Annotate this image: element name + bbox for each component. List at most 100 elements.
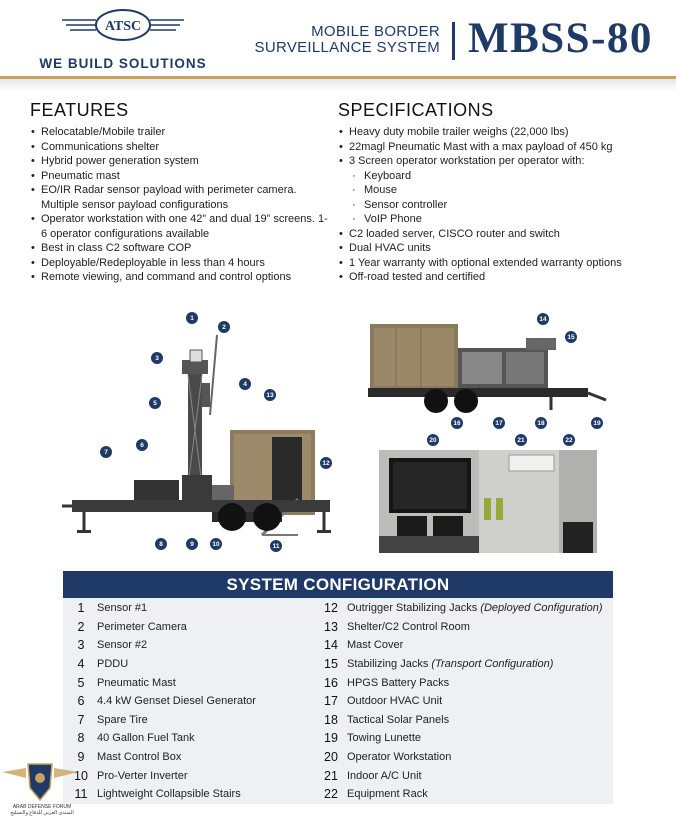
spec-item: C2 loaded server, CISCO router and switc… [338, 227, 668, 242]
document-subtitle: MOBILE BORDER SURVEILLANCE SYSTEM [255, 24, 440, 56]
callout-marker: 17 [492, 416, 506, 430]
config-label-note: (Deployed Configuration) [480, 602, 603, 615]
config-row-label: Sensor #2 [93, 639, 147, 651]
config-row: 3 Sensor #2 [69, 636, 314, 655]
config-label-text: PDDU [97, 658, 129, 671]
config-row-label: Shelter/C2 Control Room [343, 621, 470, 633]
callout-marker: 11 [269, 539, 283, 553]
config-label-text: Equipment Rack [347, 788, 428, 801]
config-row-number: 21 [324, 768, 338, 783]
config-row-number: 17 [324, 694, 338, 709]
logo-text: ATSC [105, 19, 141, 34]
header-shadow-band [0, 79, 676, 91]
feature-item: Deployable/Redeployable in less than 4 h… [30, 256, 330, 271]
features-heading: FEATURES [30, 100, 129, 120]
callout-marker: 7 [99, 445, 113, 459]
config-row-number: 11 [74, 787, 88, 802]
config-row-label: Pro-Verter Inverter [93, 770, 187, 782]
deployed-trailer-image: 1 2 3 4 5 6 7 8 9 10 11 12 13 [62, 305, 352, 560]
page-header: ATSC WE BUILD SOLUTIONS MOBILE BORDER SU… [0, 0, 676, 78]
config-row-number: 3 [77, 638, 85, 653]
config-label-text: HPGS Battery Packs [347, 676, 450, 689]
callout-marker: 18 [534, 416, 548, 430]
config-row-number: 2 [77, 619, 85, 634]
features-list: Relocatable/Mobile trailer Communication… [30, 125, 330, 285]
config-row-label: Outdoor HVAC Unit [343, 695, 442, 707]
header-gold-rule [0, 76, 676, 79]
config-row-label: HPGS Battery Packs [343, 677, 449, 689]
feature-item: Communications shelter [30, 140, 330, 155]
callout-marker: 4 [238, 377, 252, 391]
callout-marker: 10 [209, 537, 223, 551]
spec-item: Dual HVAC units [338, 241, 668, 256]
config-row-label: Indoor A/C Unit [343, 770, 422, 782]
config-row: 10 Pro-Verter Inverter [69, 766, 314, 785]
callout-marker: 16 [450, 416, 464, 430]
spec-sub-item: VoIP Phone [338, 212, 668, 227]
config-label-text: Shelter/C2 Control Room [347, 620, 470, 633]
spec-sub-item: Keyboard [338, 169, 668, 184]
transport-trailer-illustration [368, 324, 607, 413]
config-row-number: 14 [324, 638, 338, 653]
spec-item: Heavy duty mobile trailer weighs (22,000… [338, 125, 668, 140]
config-row-number: 22 [324, 787, 338, 802]
callout-marker: 14 [536, 312, 550, 326]
callout-marker: 13 [263, 388, 277, 402]
config-row-number: 15 [324, 657, 338, 672]
config-row: 17 Outdoor HVAC Unit [319, 692, 609, 711]
callout-marker: 21 [514, 433, 528, 447]
config-row-label: Perimeter Camera [93, 621, 187, 633]
callout-marker: 22 [562, 433, 576, 447]
feature-item: Pneumatic mast [30, 169, 330, 184]
config-row-label: 4.4 kW Genset Diesel Generator [93, 695, 256, 707]
config-row-number: 10 [74, 768, 88, 783]
transport-trailer-image: 14 15 16 17 18 19 [366, 308, 611, 438]
config-row: 21 Indoor A/C Unit [319, 766, 609, 785]
config-label-text: Mast Cover [347, 639, 404, 652]
eagle-shield-icon [2, 763, 78, 802]
spec-sub-item: Sensor controller [338, 198, 668, 213]
config-row: 9 Mast Control Box [69, 748, 314, 767]
config-label-text: Pro-Verter Inverter [97, 769, 188, 782]
config-label-text: Spare Tire [97, 713, 148, 726]
spec-item: 3 Screen operator workstation per operat… [338, 154, 668, 169]
config-row-number: 9 [77, 750, 85, 765]
config-row-number: 1 [77, 601, 85, 616]
config-row: 22 Equipment Rack [319, 785, 609, 804]
config-row: 2 Perimeter Camera [69, 618, 314, 637]
config-label-text: 4.4 kW Genset Diesel Generator [97, 695, 256, 708]
config-row-label: Spare Tire [93, 714, 148, 726]
config-row-label: Tactical Solar Panels [343, 714, 449, 726]
specifications-heading: SPECIFICATIONS [338, 100, 494, 120]
config-label-text: Outrigger Stabilizing Jacks [347, 602, 481, 615]
config-label-text: Stabilizing Jacks [347, 658, 432, 671]
feature-item: Hybrid power generation system [30, 154, 330, 169]
forum-watermark: ARAB DEFENSE FORUM المنتدى العربي للدفاع… [0, 760, 80, 819]
system-configuration-title: SYSTEM CONFIGURATION [63, 571, 613, 598]
config-label-text: Perimeter Camera [97, 620, 187, 633]
callout-marker: 9 [185, 537, 199, 551]
config-label-text: Indoor A/C Unit [347, 769, 422, 782]
config-row-label: Mast Control Box [93, 751, 181, 763]
shelter-interior-image [379, 450, 597, 553]
spec-item: 1 Year warranty with optional extended w… [338, 256, 668, 271]
callout-marker: 6 [135, 438, 149, 452]
config-row-number: 5 [77, 675, 85, 690]
config-row-number: 20 [324, 750, 338, 765]
config-row: 14 Mast Cover [319, 636, 609, 655]
config-row-label: 40 Gallon Fuel Tank [93, 732, 195, 744]
shelter-interior-illustration [379, 450, 597, 553]
specifications-section: SPECIFICATIONS Heavy duty mobile trailer… [338, 100, 668, 285]
callout-marker: 1 [185, 311, 199, 325]
callout-marker: 3 [150, 351, 164, 365]
config-row-label: Stabilizing Jacks (Transport Configurati… [343, 658, 553, 670]
